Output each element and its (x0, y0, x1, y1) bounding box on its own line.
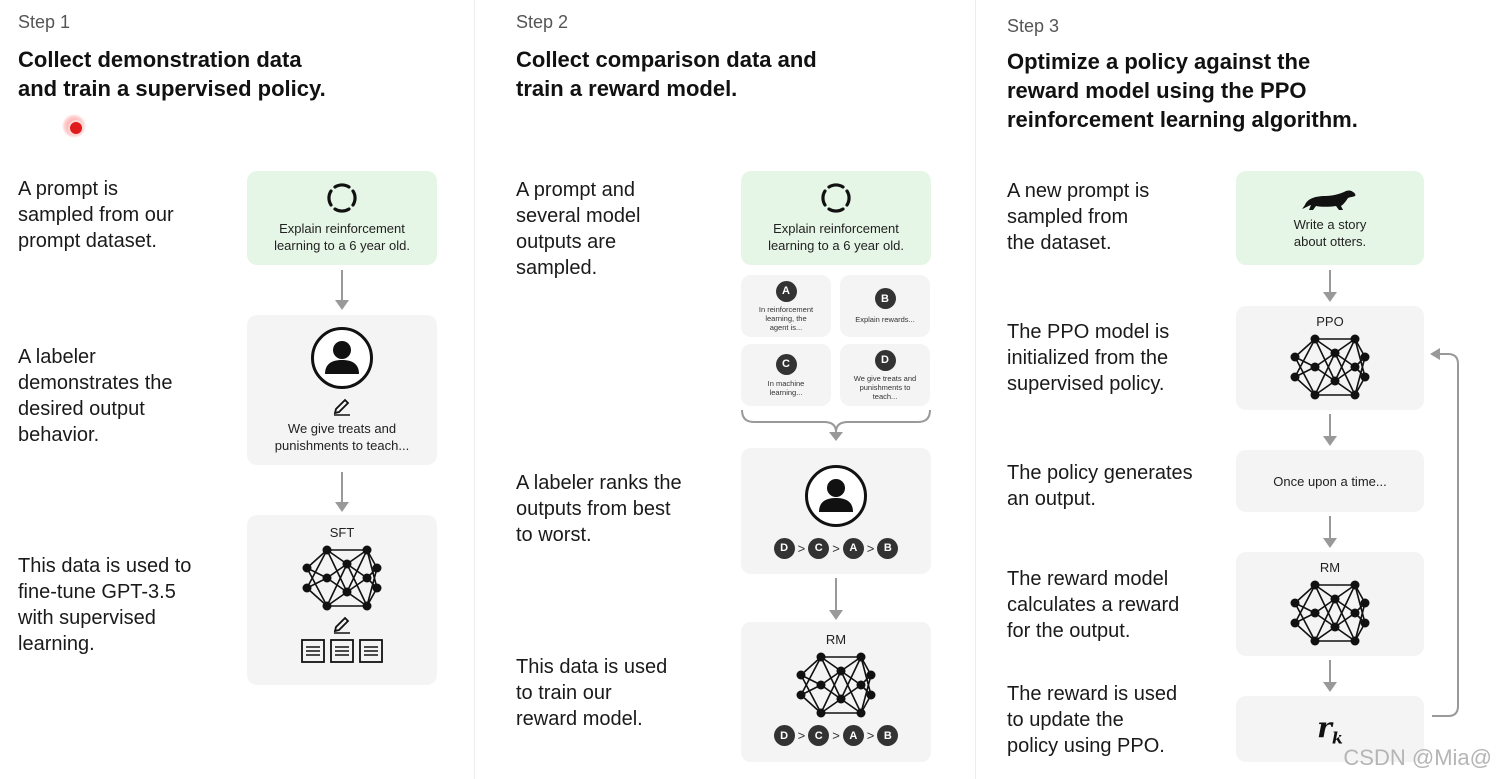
rank-badge: A (842, 537, 864, 559)
reward-symbol: rk (1317, 710, 1343, 748)
output-letter-badge: C (775, 353, 797, 375)
pencil-icon (333, 616, 350, 634)
rm-label: RM (1319, 560, 1341, 575)
output-letter-badge: B (874, 288, 896, 309)
step3-arrow-4 (1323, 660, 1337, 692)
rank-badge: A (842, 725, 864, 746)
neural-network-icon (1290, 580, 1370, 646)
labeler-avatar-icon (311, 327, 373, 389)
step3-output-box: Once upon a time... (1236, 450, 1424, 512)
step1-label: Step 1 (18, 12, 71, 32)
output-card-b: B Explain rewards... (840, 275, 930, 337)
rank-badge: B (877, 725, 899, 746)
step1-arrow-1 (335, 270, 349, 310)
step3-arrow-2 (1323, 414, 1337, 446)
step3-reward-box: rk (1236, 696, 1424, 762)
neural-network-icon (796, 652, 876, 718)
step1-arrow-2 (335, 472, 349, 512)
ppo-label: PPO (1316, 314, 1344, 329)
sft-label: SFT (329, 525, 355, 540)
documents-icon (300, 638, 384, 664)
step2-arrow (829, 578, 843, 620)
rank-badge: D (773, 725, 795, 746)
output-letter-badge: D (874, 349, 896, 371)
step2-label: Step 2 (516, 12, 569, 32)
rank-badge: C (808, 725, 830, 746)
neural-network-icon (1290, 334, 1370, 400)
ranking-row: D> C> A> B (773, 725, 899, 746)
otter-icon (1302, 190, 1356, 210)
rank-badge: B (877, 537, 899, 559)
watermark: CSDN @Mia@ (1343, 745, 1492, 770)
outputs-brace (741, 409, 931, 441)
labeler-avatar-icon (805, 464, 867, 527)
step2-rank-box: D> C> A> B (741, 448, 931, 574)
prompt-cycle-icon (821, 183, 851, 213)
step1-sft-box: SFT (247, 515, 437, 685)
rank-badge: D (773, 537, 795, 559)
ranking-row: D> C> A> B (773, 537, 899, 559)
rank-badge: C (808, 537, 830, 559)
neural-network-icon (302, 545, 382, 611)
column-divider-2 (975, 0, 976, 779)
output-text: Explain rewards... (855, 315, 915, 324)
rm-label: RM (825, 632, 847, 647)
record-indicator-icon (62, 114, 86, 138)
step3-rm-box: RM (1236, 552, 1424, 656)
pencil-icon (333, 398, 350, 416)
column-divider-1 (474, 0, 475, 779)
step2-rm-box: RM D> C> A> B (741, 622, 931, 762)
policy-output-text: Once upon a time... (1273, 473, 1387, 489)
feedback-loop-arrow (1430, 348, 1459, 717)
step3-label: Step 3 (1007, 16, 1060, 36)
step3-arrow-1 (1323, 270, 1337, 302)
prompt-cycle-icon (327, 183, 357, 213)
output-letter-badge: A (775, 280, 797, 302)
step3-ppo-box: PPO (1236, 306, 1424, 410)
step3-arrow-3 (1323, 516, 1337, 548)
